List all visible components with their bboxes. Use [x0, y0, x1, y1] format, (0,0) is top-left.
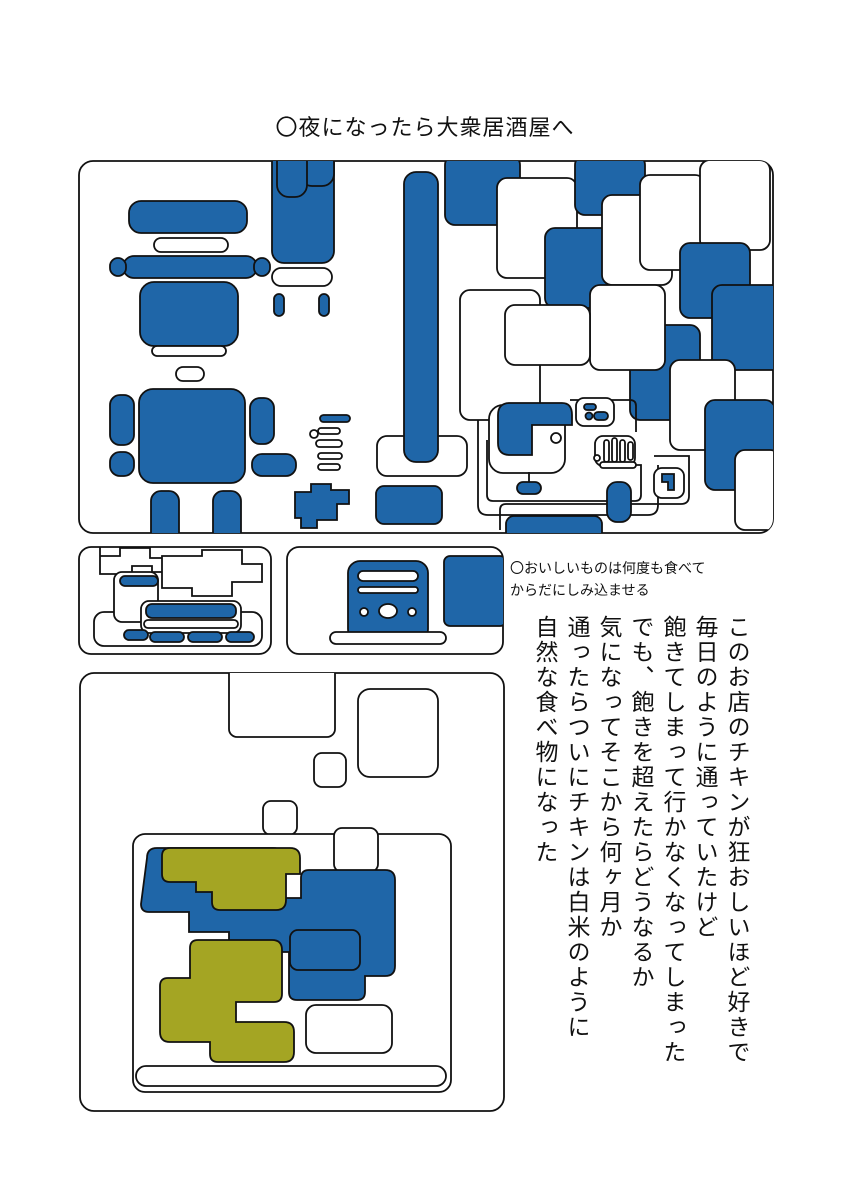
caption-line-2: からだにしみ込ませる	[510, 583, 650, 599]
maze-lines	[477, 399, 690, 530]
story-line-2: 毎日のように通っていたけど	[691, 615, 717, 940]
page-title: 〇夜になったら大衆居酒屋へ	[275, 116, 575, 141]
round-table-right	[575, 397, 685, 523]
story-line-5: 気になってそこから何ヶ月か	[595, 615, 621, 940]
table-set-top	[109, 200, 271, 382]
story-line-4: でも、飽きを超えたらどうなるか	[627, 615, 653, 990]
story-line-3: 飽きてしまって行かなくなってしまった	[659, 615, 685, 1065]
counter-column	[375, 171, 468, 525]
story-line-7: 自然な食べ物になった	[531, 615, 557, 865]
story-line-6: 通ったらついにチキンは白米のように	[563, 615, 589, 1040]
panel-1	[78, 160, 774, 534]
panel-caption: 〇おいしいものは何度も食べて からだにしみ込ませる	[510, 558, 810, 602]
panel-4	[79, 672, 505, 1112]
small-items	[294, 414, 351, 529]
caption-line-1: 〇おいしいものは何度も食べて	[510, 561, 706, 577]
cook-figure	[488, 402, 573, 495]
tile-cluster-right	[444, 161, 773, 531]
vertical-story-text: このお店のチキンが狂おしいほど好きで 毎日のように通っていたけど 飽きてしまって…	[528, 615, 752, 1135]
olive-blob	[159, 847, 301, 1063]
panel-3	[286, 546, 504, 655]
tray-bottom	[505, 515, 603, 533]
bench-top	[271, 161, 335, 317]
table-set-bottom	[109, 388, 297, 533]
panel-2	[78, 546, 272, 655]
story-line-1: このお店のチキンが狂おしいほど好きで	[723, 615, 749, 1065]
